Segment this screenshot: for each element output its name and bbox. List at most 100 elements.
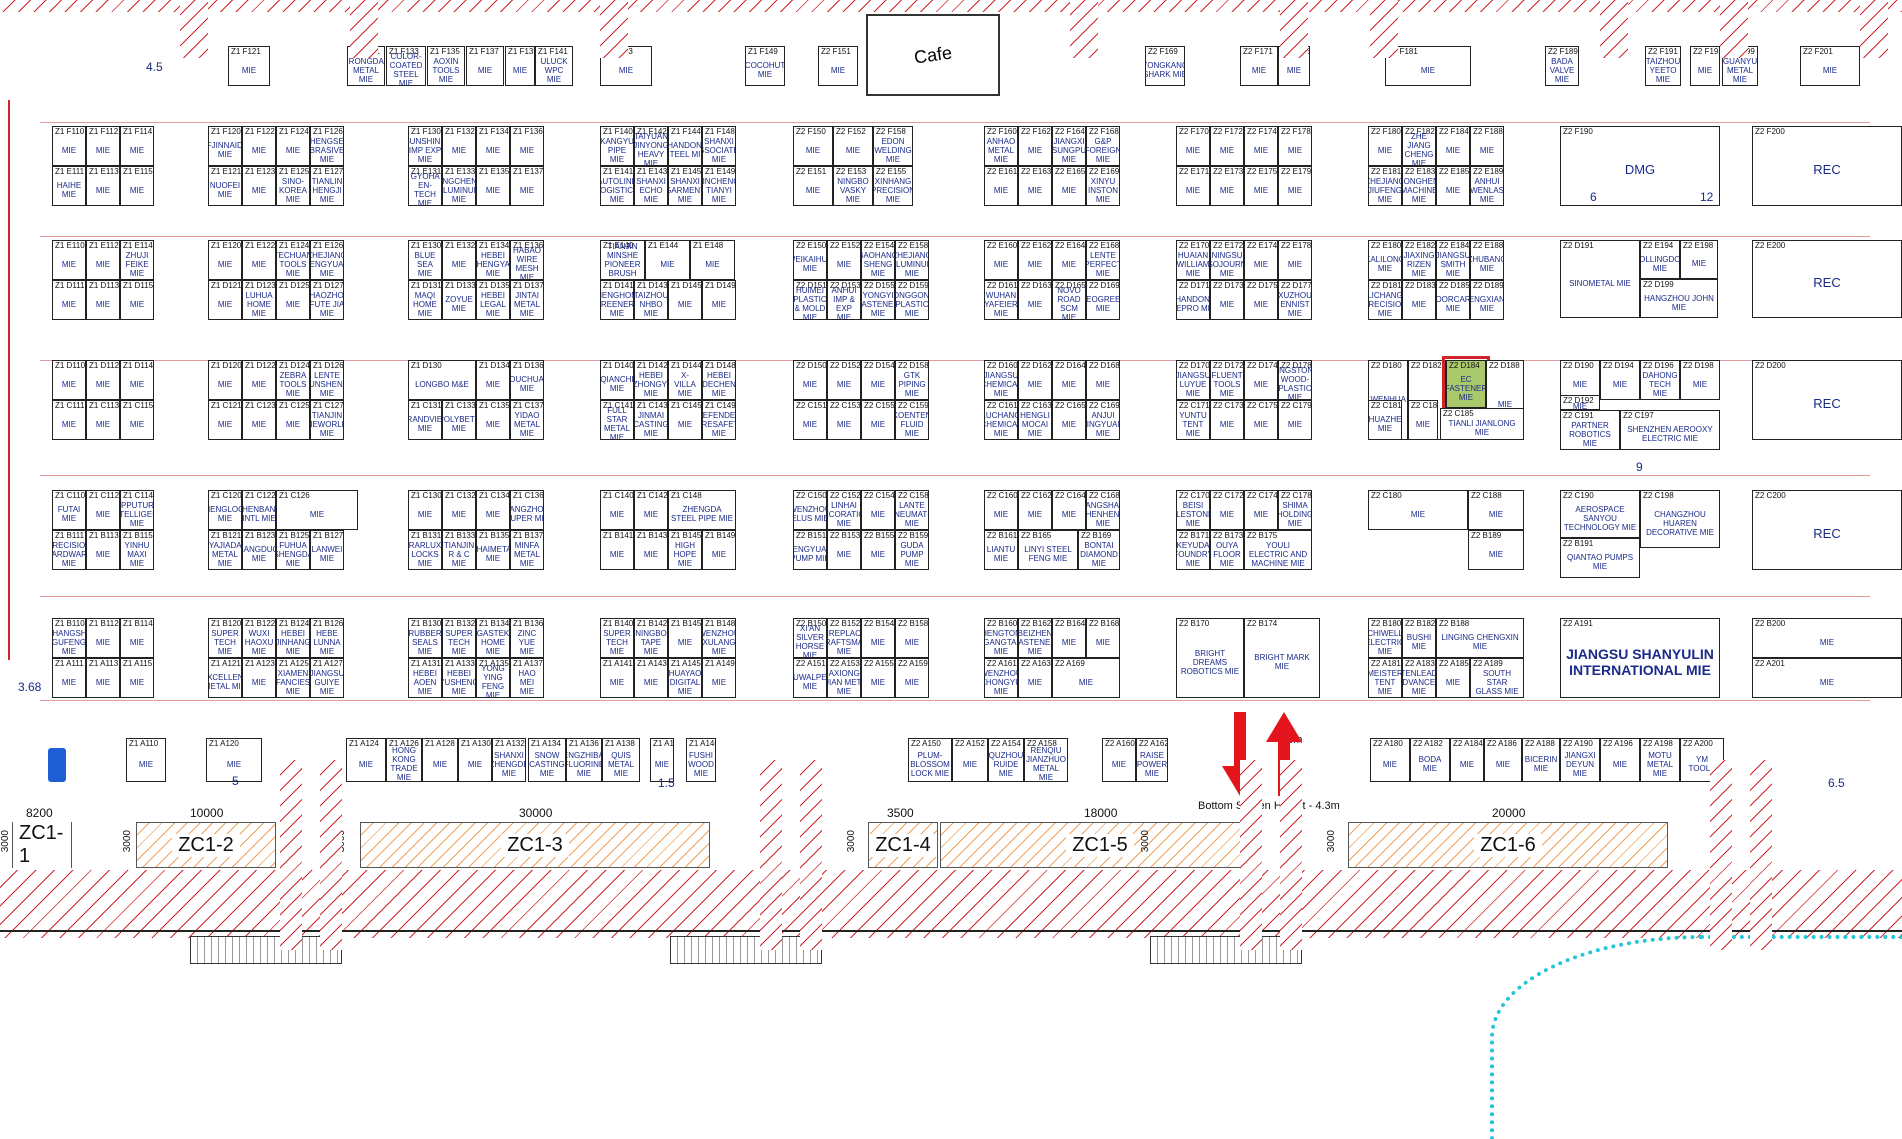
booth-z2-d169[interactable]: Z2 D169GEOGREEN MIE bbox=[1086, 280, 1120, 320]
booth-z1-d127[interactable]: Z1 D127ZHAOZHOU FUTE JIA MIE bbox=[310, 280, 344, 320]
zone-zc1-1[interactable]: ZC1-1 bbox=[12, 822, 72, 868]
booth-z1-b111[interactable]: Z1 B111PRECISION HARDWARE MIE bbox=[52, 530, 86, 570]
booth-z1-d136[interactable]: Z1 D136SHOUCHUANG MIE bbox=[510, 360, 544, 400]
booth-z1-d141[interactable]: Z1 D141SHENGHONG GREENERY MIE bbox=[600, 280, 634, 320]
booth-z1-a136[interactable]: Z1 A136FENGZHIBAO FLUORINE MIE bbox=[566, 738, 602, 782]
booth-z2-b152[interactable]: Z2 B152FIREPLACE CRAFTSMAN MIE bbox=[827, 618, 861, 658]
booth-z1-b110[interactable]: Z1 B110CHANGSHA GUFENG MIE bbox=[52, 618, 86, 658]
booth-z2-e181[interactable]: Z2 E181ZHEJIANG JIUFENG MIE bbox=[1368, 166, 1402, 206]
booth-z1-c136[interactable]: Z1 C136YANGZHOU SUPER MIE bbox=[510, 490, 544, 530]
booth-z1-c133[interactable]: Z1 C133POLYBETT MIE bbox=[442, 400, 476, 440]
booth-z1-f130[interactable]: Z1 F130SUNSHINE IMP EXP MIE bbox=[408, 126, 442, 166]
booth-z2-e188[interactable]: Z2 E188ZHUBANG MIE bbox=[1470, 240, 1504, 280]
booth-z1-f144[interactable]: Z1 F144SHANDONG STEEL MIE bbox=[668, 126, 702, 166]
booth-z2-f169[interactable]: Z2 F169YONGKANG SHARK MIE bbox=[1145, 46, 1185, 86]
booth-z2-e183[interactable]: Z2 E183ZHONGHENG MACHINE MIE bbox=[1402, 166, 1436, 206]
booth-z1-b135[interactable]: Z1 B135JINHAIMETALS MIE bbox=[476, 530, 510, 570]
booth-z1-b148[interactable]: Z1 B148WENZHOU XULANG MIE bbox=[702, 618, 736, 658]
